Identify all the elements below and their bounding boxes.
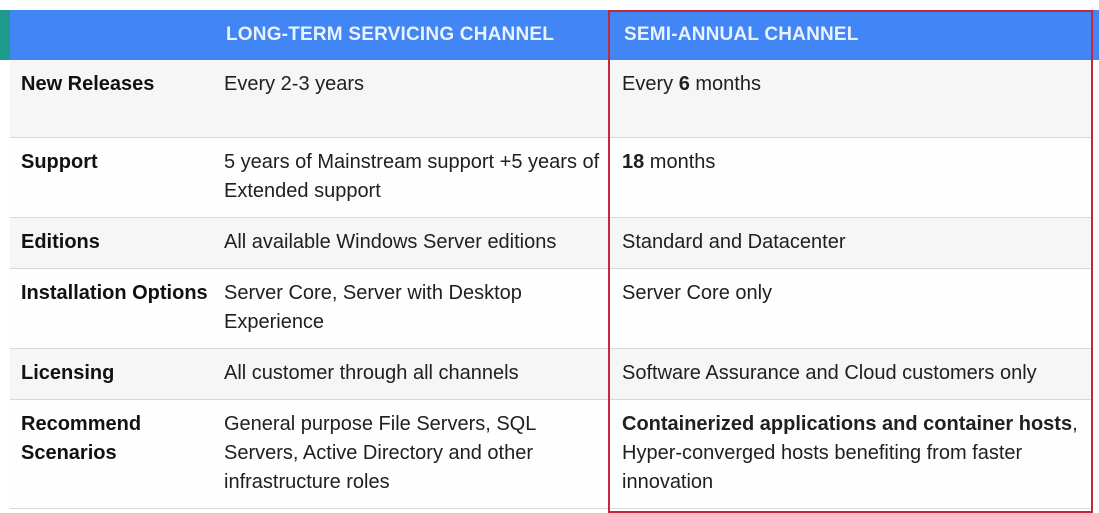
header-cell-ltsc: LONG-TERM SERVICING CHANNEL: [213, 10, 611, 60]
header-accent-edge: [0, 10, 12, 60]
table-row: Support 5 years of Mainstream support +5…: [10, 137, 1091, 218]
sac-text: Server Core only: [622, 282, 773, 304]
sac-emphasis: Containerized applications and container…: [622, 413, 1073, 435]
row-label: Installation Options: [10, 268, 213, 349]
sac-text: months: [689, 73, 761, 95]
table-row: Installation Options Server Core, Server…: [10, 268, 1091, 349]
row-label: Licensing: [10, 348, 213, 400]
header-cell-feature: [10, 10, 213, 60]
row-label: Editions: [10, 217, 213, 269]
sac-cell: Software Assurance and Cloud customers o…: [611, 348, 1091, 400]
ltsc-cell: Every 2-3 years: [213, 60, 611, 138]
table-row: Licensing All customer through all chann…: [10, 348, 1091, 400]
ltsc-cell: All available Windows Server editions: [213, 217, 611, 269]
sac-text: Standard and Datacenter: [622, 231, 846, 253]
sac-text: , Hyper-converged hosts benefiting from …: [622, 413, 1078, 493]
table-row: Recommend Scenarios General purpose File…: [10, 399, 1091, 509]
row-label: Recommend Scenarios: [10, 399, 213, 509]
sac-cell: 18 months: [611, 137, 1091, 218]
sac-cell: Standard and Datacenter: [611, 217, 1091, 269]
table-header-row: LONG-TERM SERVICING CHANNEL SEMI-ANNUAL …: [10, 10, 1091, 60]
row-label: Support: [10, 137, 213, 218]
sac-cell: Server Core only: [611, 268, 1091, 349]
sac-cell: Containerized applications and container…: [611, 399, 1091, 509]
sac-emphasis: 18: [622, 151, 645, 173]
ltsc-cell: All customer through all channels: [213, 348, 611, 400]
row-label: New Releases: [10, 60, 213, 138]
table-row: Editions All available Windows Server ed…: [10, 217, 1091, 269]
sac-text: Every: [622, 73, 679, 95]
table-row: New Releases Every 2-3 years Every 6 mon…: [10, 60, 1091, 138]
sac-text: months: [644, 151, 716, 173]
comparison-table: LONG-TERM SERVICING CHANNEL SEMI-ANNUAL …: [10, 10, 1091, 509]
ltsc-cell: 5 years of Mainstream support +5 years o…: [213, 137, 611, 218]
sac-emphasis: 6: [678, 73, 690, 95]
ltsc-cell: Server Core, Server with Desktop Experie…: [213, 268, 611, 349]
header-cell-sac: SEMI-ANNUAL CHANNEL: [611, 10, 1091, 60]
ltsc-cell: General purpose File Servers, SQL Server…: [213, 399, 611, 509]
sac-text: Software Assurance and Cloud customers o…: [622, 362, 1037, 384]
sac-cell: Every 6 months: [611, 60, 1091, 138]
